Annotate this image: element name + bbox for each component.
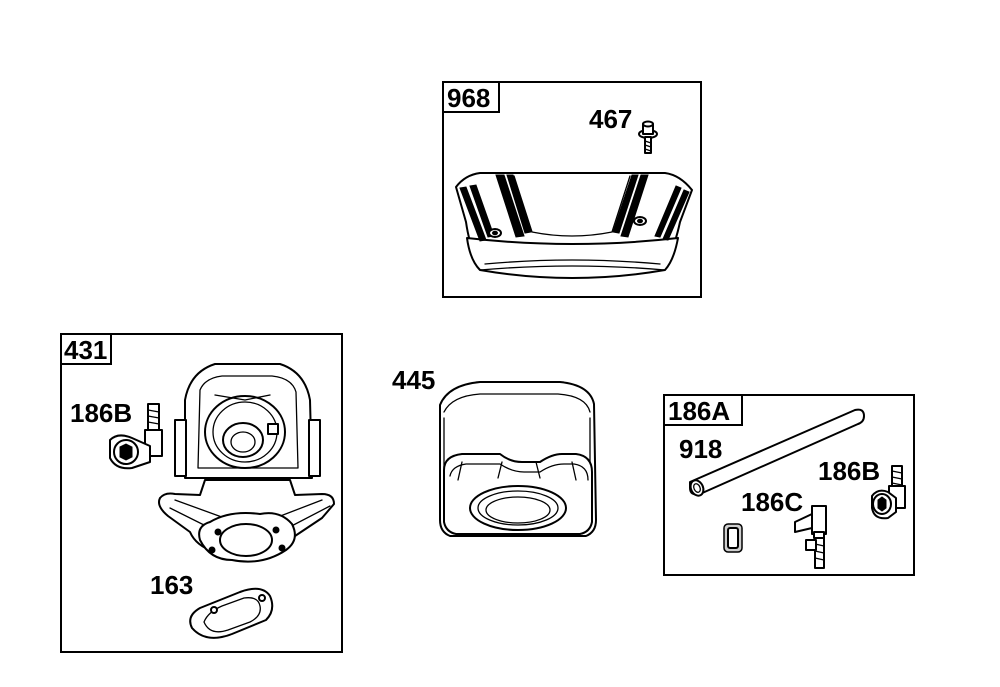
label-918[interactable]: 918 [679, 434, 722, 464]
fitting-186c[interactable] [794, 505, 827, 569]
group-968-number[interactable]: 968 [447, 83, 490, 113]
label-186c[interactable]: 186C [741, 487, 803, 517]
group-431-tag [60, 333, 112, 365]
label-186b-base[interactable]: 186B [70, 398, 132, 428]
label-163[interactable]: 163 [150, 570, 193, 600]
label-445[interactable]: 445 [392, 365, 435, 395]
air-cleaner-cover[interactable] [455, 172, 693, 279]
group-186a-frame [663, 394, 915, 576]
hose-clamp[interactable] [723, 523, 743, 553]
group-968-frame [442, 81, 702, 298]
elbow-fitting-186b-kit[interactable] [871, 465, 906, 520]
group-186a-number[interactable]: 186A [668, 396, 730, 426]
screw-467[interactable] [638, 120, 658, 154]
group-186a: 186A 918 186B 186C [663, 394, 915, 576]
group-431-number[interactable]: 431 [64, 335, 107, 365]
hose-918[interactable] [688, 408, 865, 498]
group-968-tag [442, 81, 500, 113]
group-968: 968 467 [442, 81, 702, 298]
air-cleaner-base[interactable] [158, 363, 335, 563]
group-431: 431 186B [60, 333, 343, 653]
group-186a-tag [663, 394, 743, 426]
elbow-fitting-186b-base[interactable] [109, 403, 163, 470]
label-186b-kit[interactable]: 186B [818, 456, 880, 486]
label-467[interactable]: 467 [589, 104, 632, 134]
group-431-frame [60, 333, 343, 653]
gasket-163[interactable] [189, 587, 274, 639]
air-filter-445[interactable] [439, 381, 597, 537]
